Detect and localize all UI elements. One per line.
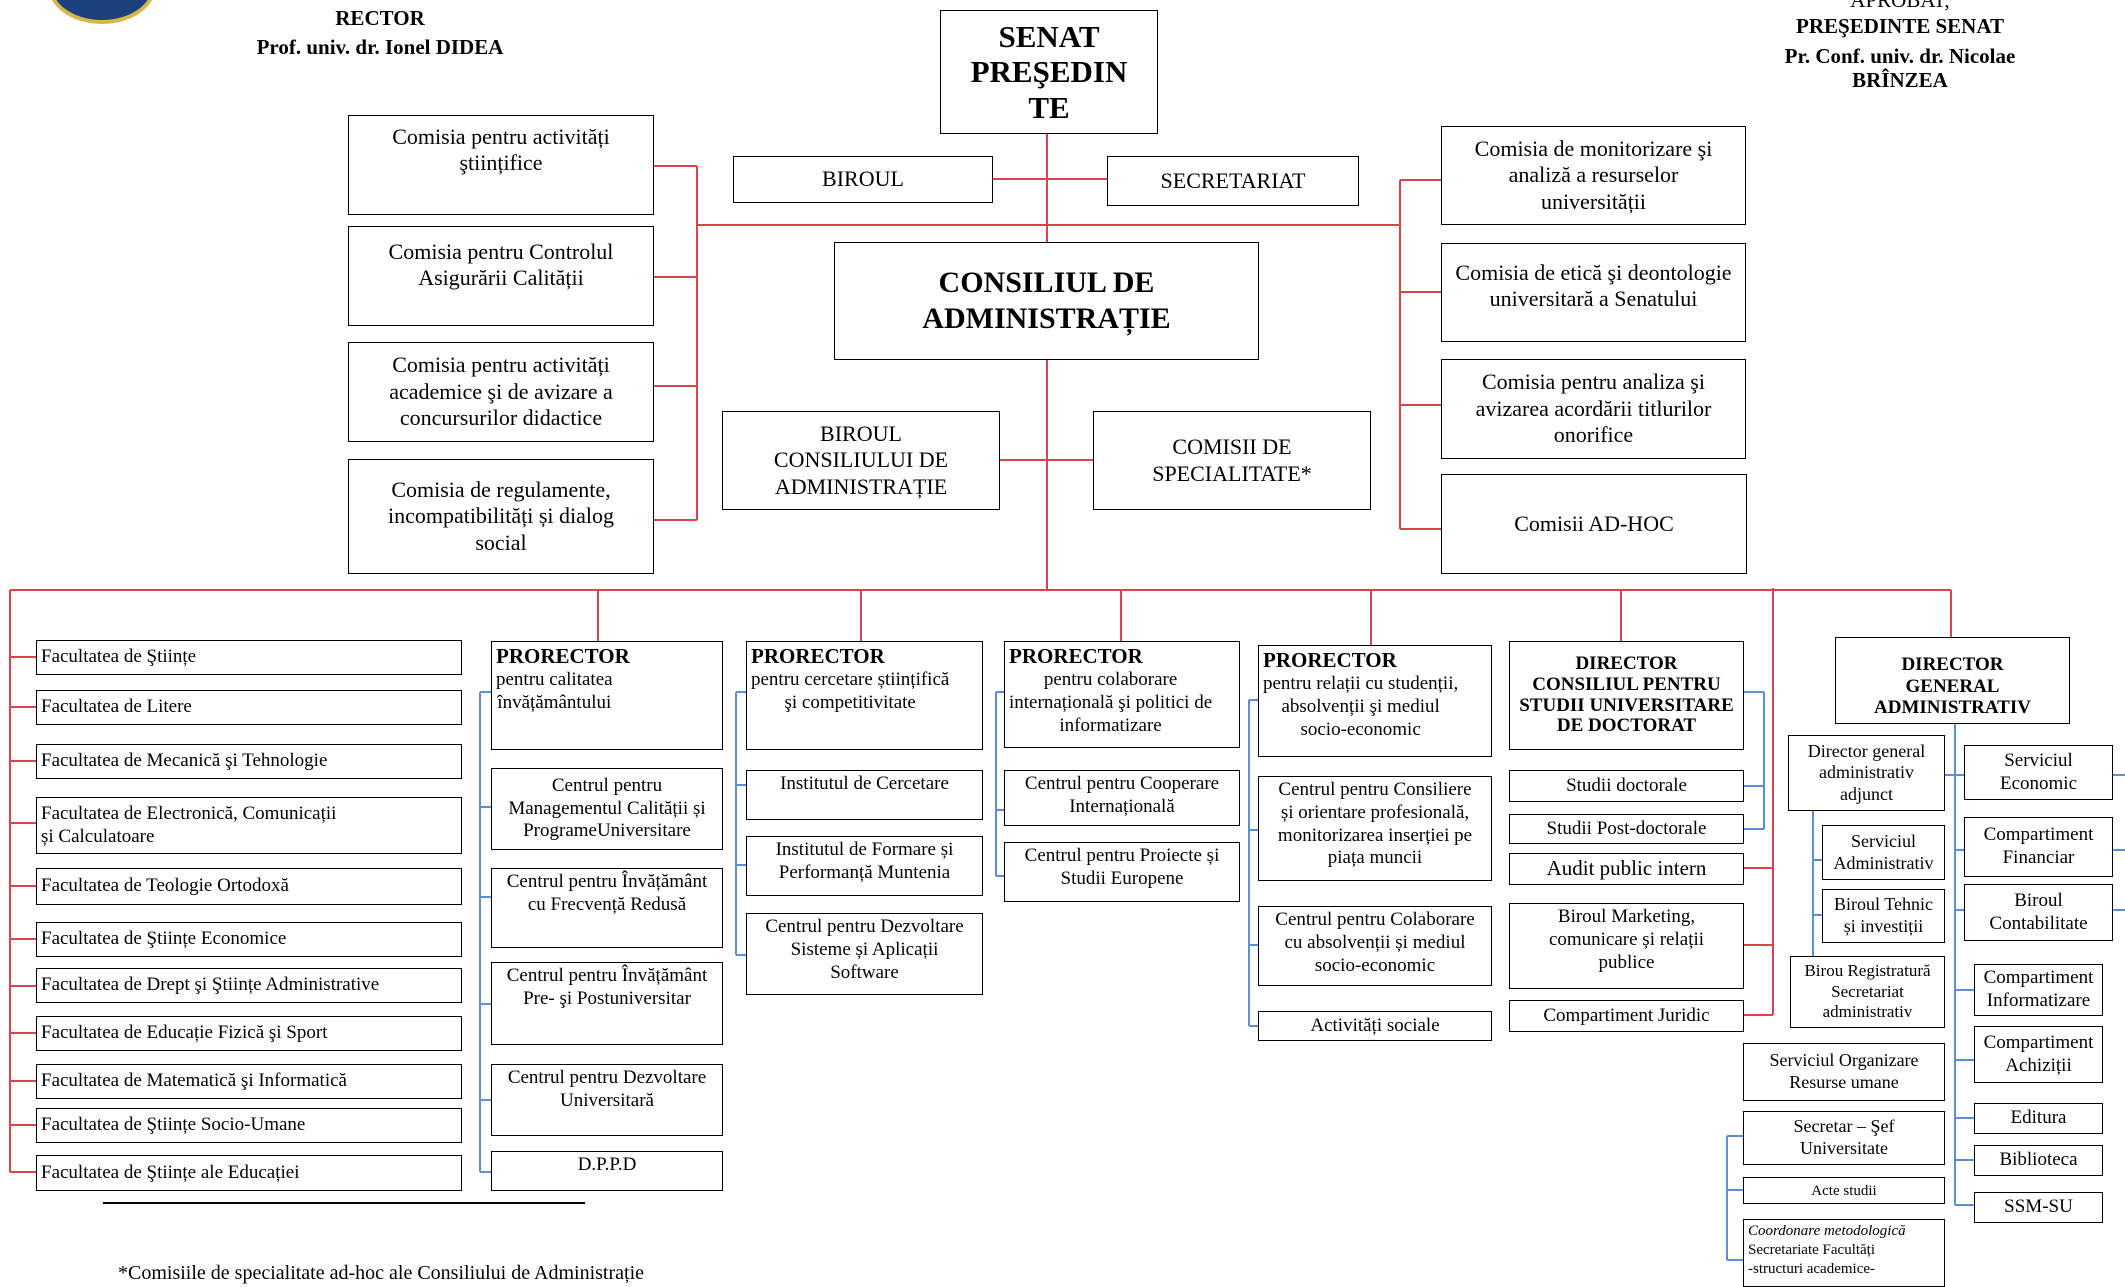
acte-studii-item[interactable]: Acte studii: [1743, 1177, 1945, 1204]
commission-honorary[interactable]: Comisia pentru analiza şi avizarea acord…: [1441, 359, 1746, 459]
prorector-title: PRORECTOR: [496, 644, 630, 668]
secretar-item[interactable]: Secretar – Şef Universitate: [1743, 1111, 1945, 1165]
faculty-item[interactable]: Facultatea de Ştiințe Economice: [36, 922, 462, 957]
rector-title: RECTOR: [335, 6, 425, 30]
coordination-title: Coordonare metodologică: [1748, 1223, 1906, 1239]
centre-item[interactable]: Centrul pentru Managementul Calității și…: [491, 768, 723, 850]
postdoctoral-item[interactable]: Studii Post-doctorale: [1509, 814, 1744, 844]
dga-right-item[interactable]: Biroul Contabilitate: [1964, 884, 2113, 941]
faculty-item[interactable]: Facultatea de Mecanică şi Tehnologie: [36, 744, 462, 779]
adjunct-item[interactable]: Serviciul Administrativ: [1822, 825, 1945, 880]
dga-right-item[interactable]: Compartiment Financiar: [1964, 817, 2113, 877]
faculty-item[interactable]: Facultatea de Ştiințe: [36, 640, 462, 675]
faculty-item[interactable]: Facultatea de Educație Fizică şi Sport: [36, 1016, 462, 1051]
prorector-subtitle: pentru cercetare științifică şi competit…: [751, 669, 950, 713]
comisii-specialitate-box[interactable]: COMISII DE SPECIALITATE*: [1093, 411, 1371, 510]
footnote: *Comisiile de specialitate ad-hoc ale Co…: [118, 1262, 644, 1284]
senate-president-title: PREŞEDINTE SENAT: [1796, 14, 2004, 38]
prorector-subtitle: pentru colaborare internațională şi poli…: [1009, 669, 1213, 736]
centre-item[interactable]: Institutul de Formare și Performanță Mun…: [746, 836, 983, 896]
dga-right-item[interactable]: SSM-SU: [1974, 1192, 2103, 1223]
juridic-item[interactable]: Compartiment Juridic: [1509, 1000, 1744, 1032]
faculty-item[interactable]: Facultatea de Drept şi Ştiințe Administr…: [36, 968, 462, 1003]
consiliu-box[interactable]: CONSILIUL DE ADMINISTRAȚIE: [834, 242, 1259, 360]
commission-adhoc[interactable]: Comisii AD-HOC: [1441, 474, 1747, 574]
dga-right-item[interactable]: Compartiment Achiziții: [1974, 1026, 2103, 1083]
faculty-item[interactable]: Facultatea de Ştiințe ale Educației: [36, 1155, 462, 1191]
approved-label: APROBAT,: [1850, 0, 1950, 12]
prorector-subtitle: pentru relații cu studenții, absolvenții…: [1263, 673, 1459, 740]
commission-quality[interactable]: Comisia pentru Controlul Asigurării Cali…: [348, 226, 654, 326]
dga-box[interactable]: DIRECTOR GENERAL ADMINISTRATIV: [1835, 637, 2070, 724]
senat-box[interactable]: SENAT PREŞEDIN TE: [940, 10, 1158, 134]
commission-academic[interactable]: Comisia pentru activități academice şi d…: [348, 342, 654, 442]
faculty-item[interactable]: Facultatea de Litere: [36, 690, 462, 725]
senate-president-name: Pr. Conf. univ. dr. Nicolae BRÎNZEA: [1784, 44, 2016, 93]
centre-item[interactable]: D.P.P.D: [491, 1151, 723, 1191]
commission-monitoring[interactable]: Comisia de monitorizare şi analiză a res…: [1441, 126, 1746, 225]
rector-name: Prof. univ. dr. Ionel DIDEA: [256, 35, 504, 59]
prorector-quality-box[interactable]: PRORECTOR pentru calitatea învățământulu…: [491, 641, 723, 750]
biroul-consiliului-box[interactable]: BIROUL CONSILIULUI DE ADMINISTRAȚIE: [722, 411, 1000, 510]
commission-ethics[interactable]: Comisia de etică şi deontologie universi…: [1441, 243, 1746, 342]
centre-item[interactable]: Centrul pentru Învățământ Pre- şi Postun…: [491, 962, 723, 1045]
prorector-international-box[interactable]: PRORECTOR pentru colaborare internaționa…: [1004, 641, 1240, 748]
coordination-text: Secretariate Facultăți -structuri academ…: [1748, 1241, 1876, 1277]
faculty-item[interactable]: Facultatea de Matematică şi Informatică: [36, 1064, 462, 1099]
dga-right-item[interactable]: Biblioteca: [1974, 1145, 2103, 1176]
marketing-item[interactable]: Biroul Marketing, comunicare și relații …: [1509, 903, 1744, 989]
centre-item[interactable]: Activități sociale: [1258, 1011, 1492, 1041]
commission-regulations[interactable]: Comisia de regulamente, incompatibilităț…: [348, 459, 654, 574]
prorector-research-box[interactable]: PRORECTOR pentru cercetare științifică ş…: [746, 641, 983, 750]
centre-item[interactable]: Centrul pentru Dezvoltare Sisteme și Apl…: [746, 913, 983, 995]
prorector-title: PRORECTOR: [1263, 648, 1397, 672]
dga-right-item[interactable]: Serviciul Economic: [1964, 745, 2113, 800]
biroul-box[interactable]: BIROUL: [733, 156, 993, 203]
centre-item[interactable]: Centrul pentru Dezvoltare Universitară: [491, 1064, 723, 1136]
faculty-item[interactable]: Facultatea de Electronică, Comunicații ș…: [36, 797, 462, 854]
director-csud-box[interactable]: DIRECTOR CONSILIUL PENTRU STUDII UNIVERS…: [1509, 641, 1744, 750]
centre-item[interactable]: Institutul de Cercetare: [746, 770, 983, 820]
dga-right-item[interactable]: Editura: [1974, 1103, 2103, 1134]
prorector-students-box[interactable]: PRORECTOR pentru relații cu studenții, a…: [1258, 645, 1492, 757]
coordination-item[interactable]: Coordonare metodologică Secretariate Fac…: [1743, 1219, 1945, 1287]
centre-item[interactable]: Centrul pentru Cooperare Internațională: [1004, 770, 1240, 826]
centre-item[interactable]: Centrul pentru Colaborare cu absolvenții…: [1258, 906, 1492, 986]
secretariat-box[interactable]: SECRETARIAT: [1107, 156, 1359, 206]
adjunct-item[interactable]: Biroul Tehnic și investiții: [1822, 889, 1945, 943]
dga-right-item[interactable]: Compartiment Informatizare: [1974, 964, 2103, 1016]
prorector-subtitle: pentru calitatea învățământului: [496, 669, 613, 713]
dga-adjunct-box[interactable]: Director general administrativ adjunct: [1788, 735, 1945, 811]
centre-item[interactable]: Centrul pentru Proiecte și Studii Europe…: [1004, 842, 1240, 902]
adjunct-item[interactable]: Birou Registratură Secretariat administr…: [1790, 956, 1945, 1028]
commission-scientific[interactable]: Comisia pentru activități ştiințifice: [348, 115, 654, 215]
prorector-title: PRORECTOR: [751, 644, 885, 668]
faculty-item[interactable]: Facultatea de Ştiințe Socio-Umane: [36, 1108, 462, 1143]
audit-item[interactable]: Audit public intern: [1509, 853, 1744, 885]
centre-item[interactable]: Centrul pentru Învățământ cu Frecvență R…: [491, 868, 723, 948]
hr-item[interactable]: Serviciul Organizare Resurse umane: [1743, 1043, 1945, 1101]
faculty-item[interactable]: Facultatea de Teologie Ortodoxă: [36, 868, 462, 905]
prorector-title: PRORECTOR: [1009, 644, 1143, 668]
centre-item[interactable]: Centrul pentru Consiliere și orientare p…: [1258, 776, 1492, 881]
doctoral-item[interactable]: Studii doctorale: [1509, 770, 1744, 802]
